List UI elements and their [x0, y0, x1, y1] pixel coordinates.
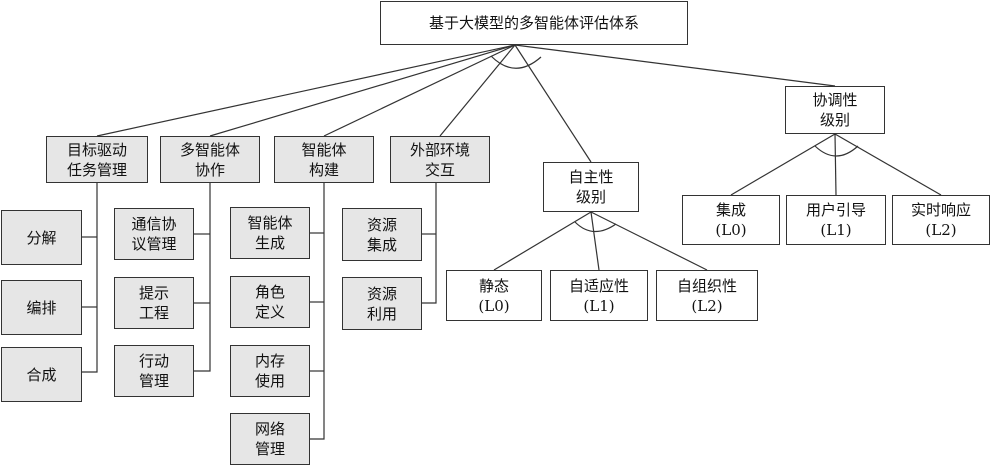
bracket-build: [310, 183, 325, 440]
bracket-collab: [194, 183, 211, 372]
edge-autonomy-l1: [590, 211, 600, 271]
bracket-goal: [82, 183, 98, 373]
category-goal: 目标驱动 任务管理: [46, 136, 148, 183]
coordination-l2: 实时响应 (L2): [892, 195, 990, 245]
coordination-and-arc: [814, 145, 859, 157]
leaf-goal-synthesize: 合成: [1, 347, 82, 402]
edge-root-collab: [209, 44, 516, 137]
leaf-collab-action: 行动 管理: [114, 345, 194, 397]
edge-root-goal: [96, 44, 516, 137]
leaf-goal-decompose: 分解: [1, 210, 82, 265]
leaf-build-memory: 内存 使用: [230, 345, 310, 397]
coordination-l0: 集成 (L0): [682, 195, 780, 245]
coordination-level-node: 协调性 级别: [785, 86, 885, 134]
leaf-env-use: 资源 利用: [342, 277, 422, 330]
leaf-env-integrate: 资源 集成: [342, 208, 422, 261]
edge-autonomy-l0: [493, 211, 592, 271]
leaf-build-role: 角色 定义: [230, 276, 310, 328]
autonomy-and-arc: [574, 221, 617, 233]
leaf-collab-protocol: 通信协 议管理: [114, 208, 194, 260]
edge-root-env: [439, 44, 516, 137]
category-build: 智能体 构建: [274, 136, 374, 183]
edge-root-build: [323, 44, 516, 137]
edge-coord-l2: [834, 133, 942, 196]
leaf-build-generate: 智能体 生成: [230, 207, 310, 259]
leaf-collab-prompt: 提示 工程: [114, 277, 194, 329]
autonomy-level-node: 自主性 级别: [543, 162, 639, 212]
edge-autonomy-l2: [590, 211, 708, 271]
edge-coord-l1: [834, 133, 837, 196]
leaf-build-network: 网络 管理: [230, 413, 310, 465]
bracket-env: [422, 183, 437, 304]
coordination-l1: 用户引导 (L1): [786, 195, 886, 245]
leaf-goal-orchestrate: 编排: [1, 280, 82, 335]
category-env: 外部环境 交互: [390, 136, 490, 183]
autonomy-l2: 自组织性 (L2): [656, 270, 758, 321]
category-collab: 多智能体 协作: [160, 136, 260, 183]
autonomy-l1: 自适应性 (L1): [550, 270, 648, 321]
root-and-arc: [490, 55, 542, 69]
edge-coord-l0: [730, 133, 836, 196]
autonomy-l0: 静态 (L0): [446, 270, 542, 321]
root-node: 基于大模型的多智能体评估体系: [380, 1, 688, 45]
edge-root-coordination: [514, 44, 836, 87]
edge-root-autonomy: [514, 44, 592, 163]
